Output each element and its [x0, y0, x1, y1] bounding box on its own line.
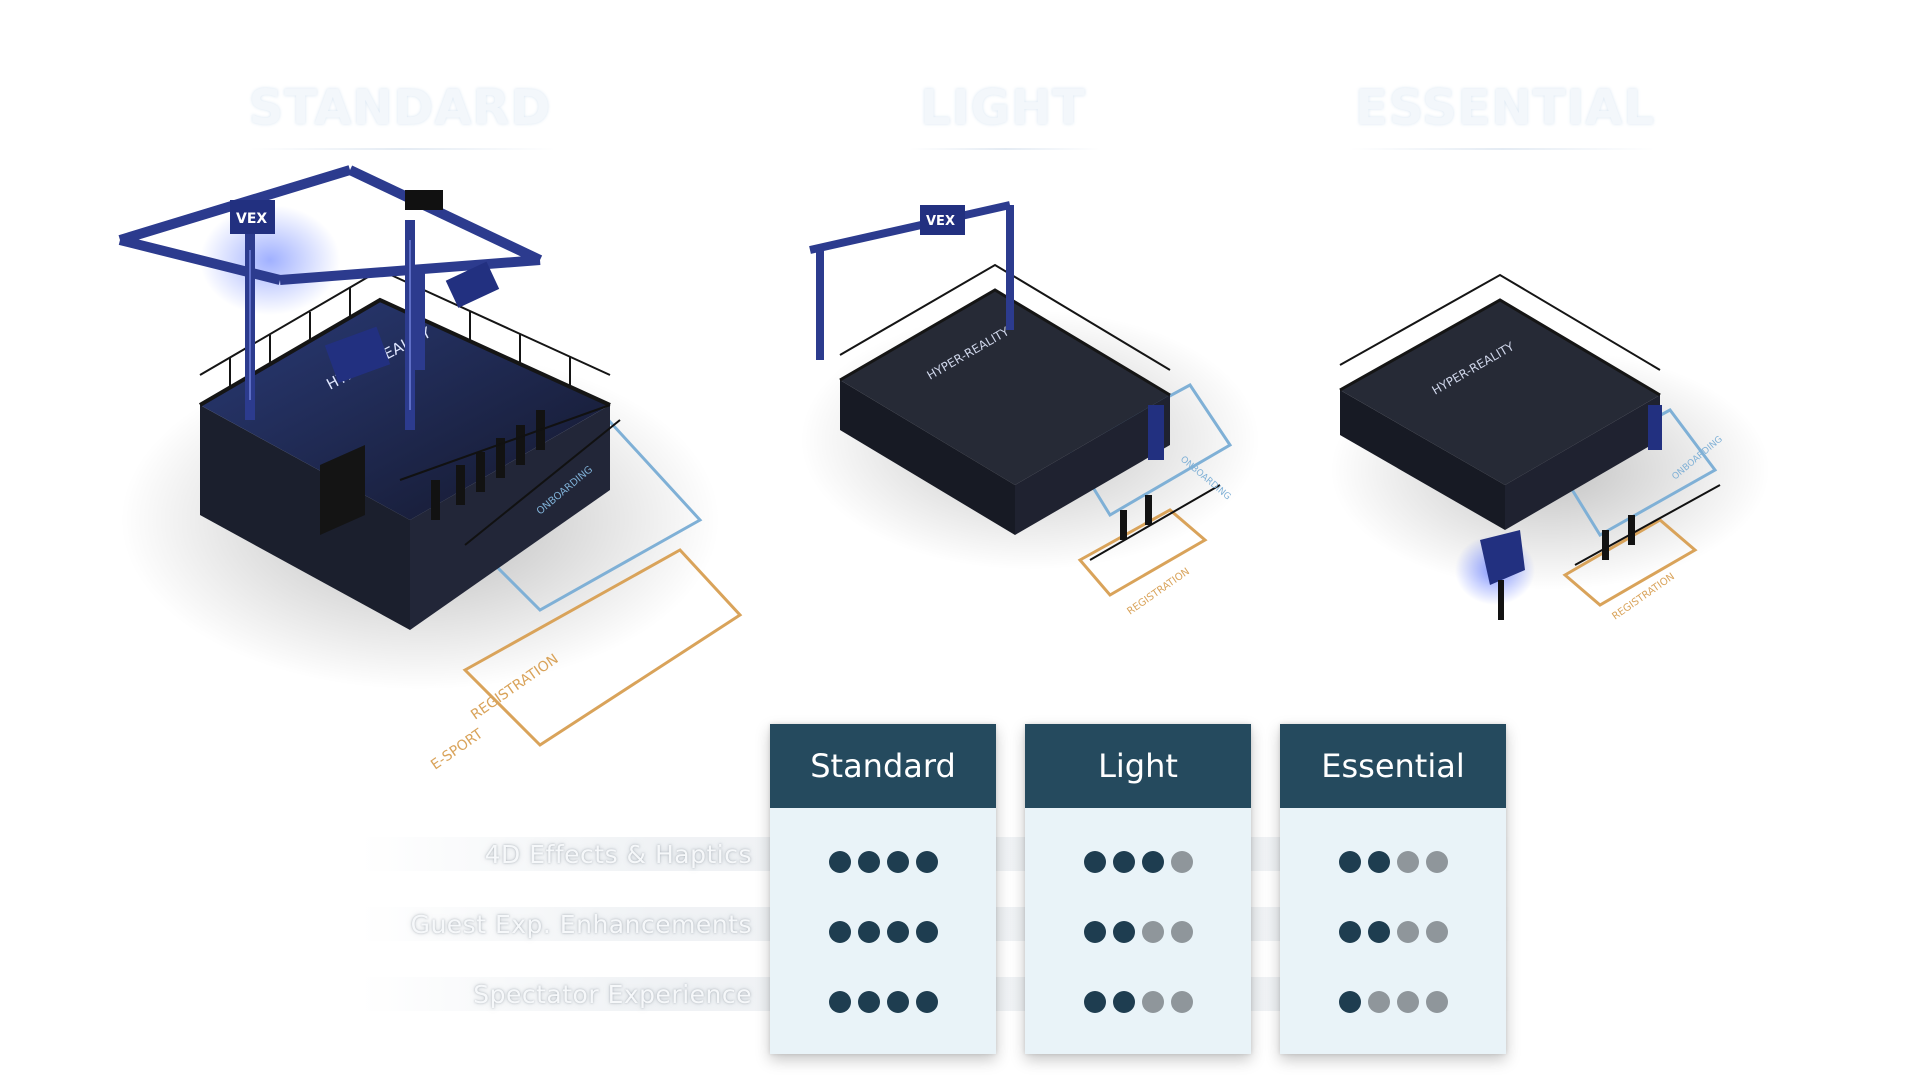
rating-dots — [1025, 921, 1251, 943]
rating-dot-filled — [1112, 991, 1135, 1013]
zone-registration: REGISTRATION — [1125, 566, 1191, 617]
rating-dot-filled — [1141, 851, 1164, 873]
title-underline-standard — [250, 148, 555, 150]
rating-dot-empty — [1396, 851, 1419, 873]
title-essential: ESSENTIAL — [1354, 80, 1656, 136]
platform-front — [1015, 395, 1170, 535]
rating-dots — [1025, 851, 1251, 873]
screen — [405, 190, 443, 210]
rating-dot-filled — [1112, 851, 1135, 873]
stage-illustration-standard: HYPER-REALITY VEX ONBOARDING — [118, 165, 820, 773]
title-underline-essential — [1350, 148, 1655, 150]
tier-card-essential: Essential — [1280, 724, 1506, 1054]
rating-dot-empty — [1396, 991, 1419, 1013]
rating-dot-filled — [1367, 921, 1390, 943]
platform-floor — [840, 290, 1170, 485]
rating-dots — [1280, 991, 1506, 1013]
stage-illustration-essential: HYPER-REALITY ONBOARDING REGISTRATION — [1330, 273, 1790, 660]
rating-dot-filled — [828, 851, 851, 873]
tier-header: Standard — [770, 724, 996, 808]
feature-label-spectator: Spectator Experience — [473, 980, 752, 1009]
title-standard: STANDARD — [248, 80, 552, 136]
rating-dot-filled — [886, 851, 909, 873]
rating-dots — [770, 921, 996, 943]
stage-illustration-light: HYPER-REALITY VEX ONBOARDING REGISTRATIO… — [800, 201, 1280, 630]
registration-kiosks — [1120, 495, 1152, 540]
railing — [198, 297, 611, 407]
side-screen — [1648, 405, 1662, 450]
rating-dot-empty — [1425, 921, 1448, 943]
railing — [1339, 298, 1661, 397]
tier-card-light: Light — [1025, 724, 1251, 1054]
vex-banner — [920, 205, 965, 235]
rating-dot-filled — [886, 921, 909, 943]
registration-zone — [1077, 508, 1208, 597]
title-light: LIGHT — [920, 80, 1086, 136]
rating-dot-empty — [1425, 851, 1448, 873]
platform-side — [840, 380, 1015, 535]
rating-dots — [1280, 921, 1506, 943]
entrance-sign — [1480, 530, 1525, 585]
platform-front — [1505, 395, 1660, 530]
registration-kiosks — [1602, 515, 1635, 560]
rating-dot-filled — [857, 851, 880, 873]
rating-dot-filled — [1083, 851, 1106, 873]
stairs — [320, 445, 365, 535]
rating-dots — [770, 991, 996, 1013]
rating-dot-filled — [857, 991, 880, 1013]
rating-dot-empty — [1170, 921, 1193, 943]
rating-dot-empty — [1170, 851, 1193, 873]
rating-dot-filled — [1367, 851, 1390, 873]
vex-banner — [230, 200, 275, 234]
rating-dot-filled — [886, 991, 909, 1013]
platform-front — [410, 405, 610, 630]
side-screen — [1148, 405, 1164, 460]
rating-dots — [1025, 991, 1251, 1013]
registration-zone — [462, 548, 743, 747]
rating-dot-empty — [1367, 991, 1390, 1013]
rating-dot-empty — [1396, 921, 1419, 943]
rating-dots — [1280, 851, 1506, 873]
rating-dot-filled — [915, 921, 938, 943]
feature-label-guest-exp: Guest Exp. Enhancements — [410, 910, 752, 939]
tier-header: Essential — [1280, 724, 1506, 808]
rating-dot-filled — [828, 921, 851, 943]
rating-dot-filled — [857, 921, 880, 943]
rating-dot-empty — [1170, 991, 1193, 1013]
svg-text:VEX: VEX — [236, 211, 267, 227]
rating-dot-filled — [1338, 921, 1361, 943]
feature-label-haptics: 4D Effects & Haptics — [484, 840, 752, 869]
rating-dot-filled — [915, 851, 938, 873]
rating-dot-filled — [1338, 851, 1361, 873]
tier-header: Light — [1025, 724, 1251, 808]
rating-dots — [770, 851, 996, 873]
truss-frame — [809, 201, 1014, 360]
tier-card-standard: Standard — [770, 724, 996, 1054]
rating-dot-empty — [1141, 991, 1164, 1013]
rating-dot-filled — [1338, 991, 1361, 1013]
svg-text:VEX: VEX — [926, 214, 955, 229]
rating-dot-empty — [1141, 921, 1164, 943]
rating-dot-filled — [915, 991, 938, 1013]
rating-dot-filled — [1083, 921, 1106, 943]
rating-dot-filled — [1083, 991, 1106, 1013]
rating-dot-filled — [828, 991, 851, 1013]
railing — [839, 288, 1171, 397]
rating-dot-empty — [1425, 991, 1448, 1013]
rating-dot-filled — [1112, 921, 1135, 943]
platform-side — [1340, 390, 1505, 530]
title-underline-light — [910, 148, 1100, 150]
platform-side — [200, 405, 410, 630]
zone-esport: E-SPORT — [428, 726, 486, 773]
